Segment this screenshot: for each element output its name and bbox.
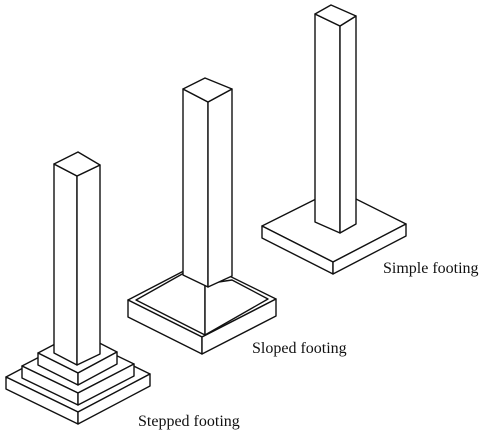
simple-column-left-face xyxy=(314,13,341,234)
stepped-step3-right-face xyxy=(77,351,118,386)
sloped-frustum-right-face xyxy=(204,279,269,336)
stepped-column-right-face xyxy=(76,164,101,366)
simple-column-top xyxy=(314,4,357,27)
sloped-slab-right-face xyxy=(201,298,277,355)
sloped-column-left-face xyxy=(182,88,209,288)
sloped-column-right-face xyxy=(207,88,233,288)
simple-footing-label: Simple footing xyxy=(383,260,479,277)
stepped-step2-right-face xyxy=(77,363,135,406)
sloped-column-top xyxy=(182,77,233,103)
stepped-step1-right-face xyxy=(77,373,151,425)
stepped-column-top xyxy=(53,151,101,177)
stepped-footing-label: Stepped footing xyxy=(138,413,240,430)
simple-column-right-face xyxy=(339,15,357,234)
simple-slab-right-face xyxy=(332,223,407,275)
simple-footing-drawing xyxy=(261,4,407,275)
sloped-footing-label: Sloped footing xyxy=(252,340,347,357)
sloped-footing-drawing xyxy=(127,77,277,355)
stepped-column-left-face xyxy=(53,163,78,366)
stepped-footing-drawing xyxy=(5,151,151,425)
